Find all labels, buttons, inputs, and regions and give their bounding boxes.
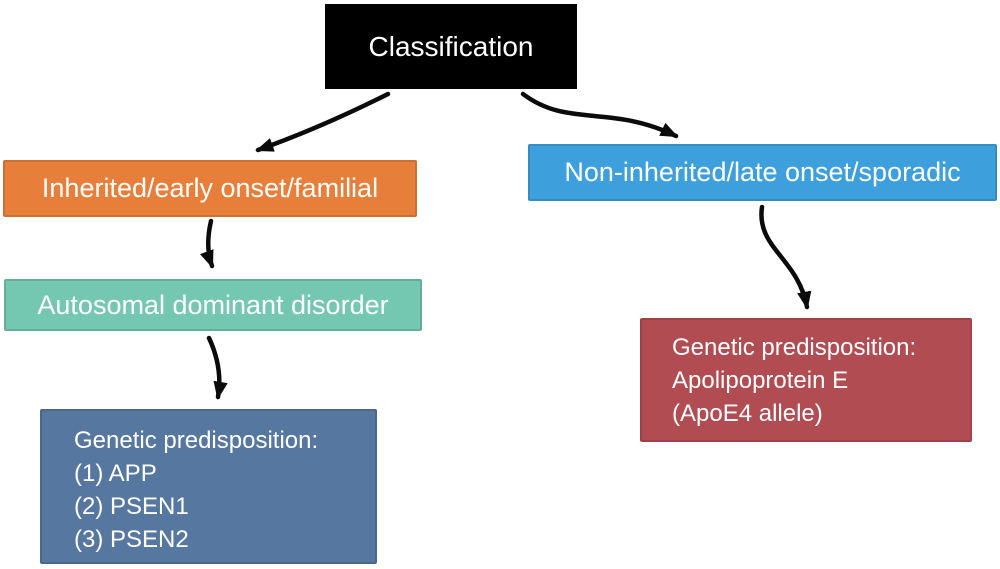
genetic-familial-item-psen2: (3) PSEN2 [74, 526, 189, 553]
arrow-inherited-to-autosomal-icon [199, 218, 215, 269]
genetic-predisposition-familial-box: Genetic predisposition: (1) APP (2) PSEN… [40, 409, 377, 564]
inherited-early-onset-label: Inherited/early onset/familial [41, 173, 379, 203]
autosomal-dominant-label: Autosomal dominant disorder [37, 289, 389, 320]
genetic-predisposition-sporadic-box: Genetic predisposition: Apolipoprotein E… [640, 318, 972, 442]
arrow-non-inherited-to-genetic-sporadic-icon [759, 204, 812, 310]
genetic-familial-item-app: (1) APP [74, 460, 157, 487]
non-inherited-late-onset-label: Non-inherited/late onset/sporadic [564, 157, 961, 187]
genetic-familial-title: Genetic predisposition: [74, 427, 319, 454]
genetic-sporadic-apolipoprotein: Apolipoprotein E [672, 367, 849, 394]
genetic-sporadic-title: Genetic predisposition: [672, 334, 917, 361]
autosomal-dominant-box: Autosomal dominant disorder [4, 279, 422, 331]
arrow-classification-to-non-inherited-icon [520, 91, 679, 139]
classification-root-box: Classification [325, 4, 577, 89]
genetic-familial-item-psen1: (2) PSEN1 [74, 493, 189, 520]
genetic-sporadic-apoe4-allele: (ApoE4 allele) [672, 400, 823, 427]
classification-root-label: Classification [368, 30, 534, 62]
arrow-autosomal-to-genetic-familial-icon [206, 335, 228, 400]
arrow-classification-to-inherited-icon [255, 91, 391, 153]
non-inherited-late-onset-box: Non-inherited/late onset/sporadic [528, 144, 997, 201]
inherited-early-onset-box: Inherited/early onset/familial [3, 160, 417, 217]
